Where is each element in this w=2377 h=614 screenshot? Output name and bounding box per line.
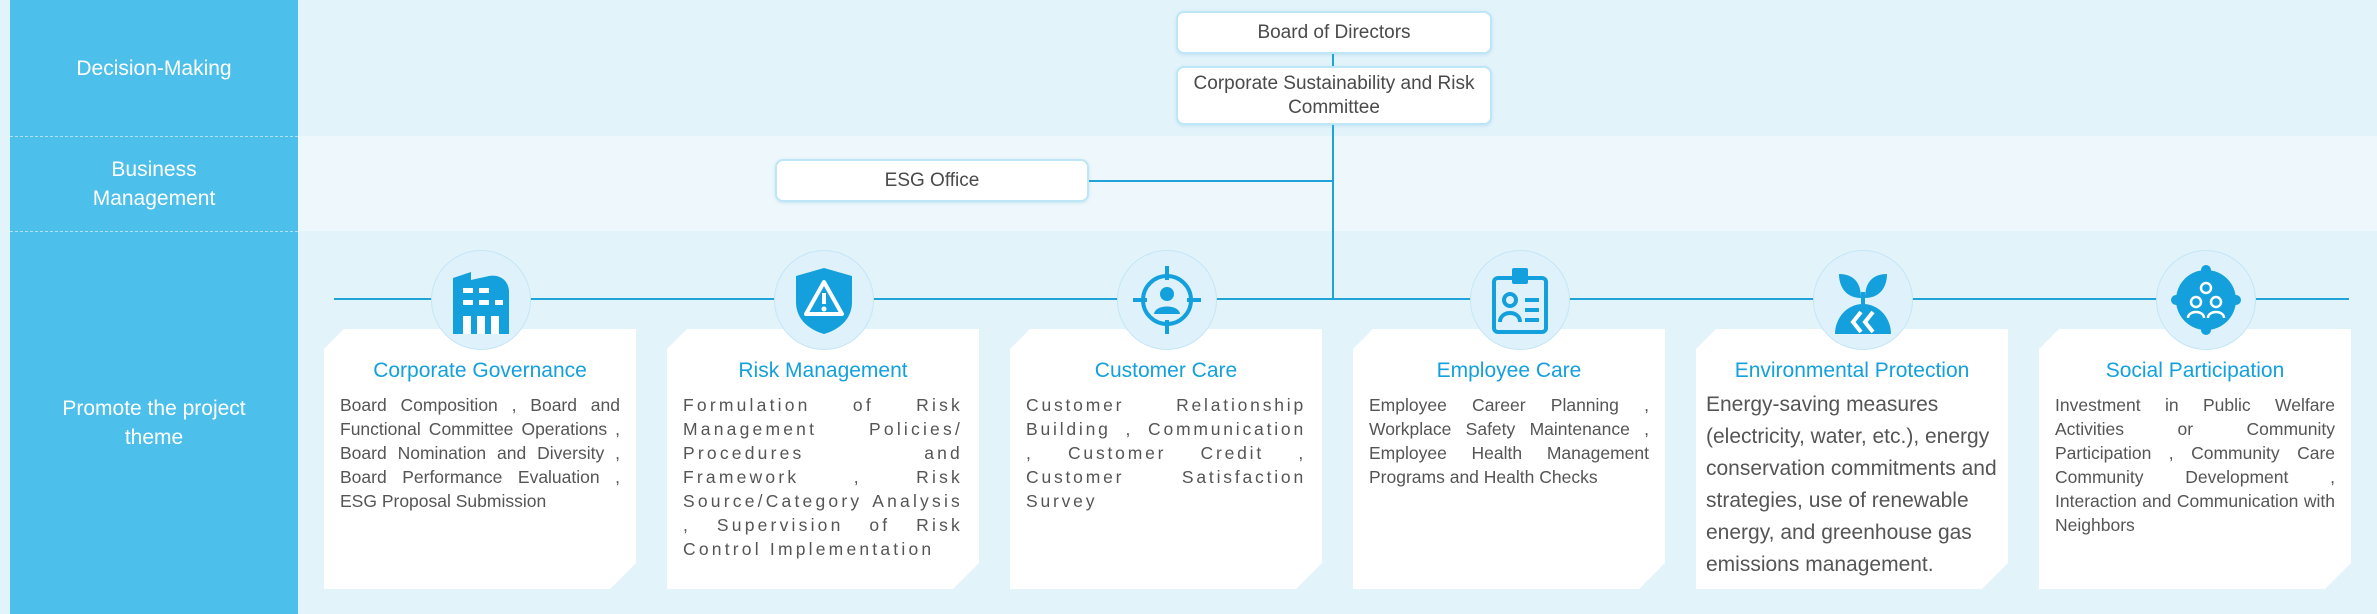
- theme-card-corporate-governance: Corporate Governance Board Composition ,…: [324, 329, 636, 589]
- warning-shield-icon: [774, 250, 874, 350]
- theme-title: Environmental Protection: [1734, 359, 1970, 382]
- theme-card-employee-care: Employee Care Employee Career Planning ,…: [1353, 329, 1665, 589]
- theme-title: Social Participation: [2105, 359, 2285, 382]
- theme-body: Customer Relationship Building , Communi…: [1026, 395, 1306, 511]
- theme-card-environmental-protection: Environmental Protection Energy-saving m…: [1696, 329, 2008, 589]
- theme-body: Energy-saving measures (electricity, wat…: [1706, 393, 1997, 576]
- sprout-icon: [1813, 250, 1913, 350]
- theme-body: Employee Career Planning , Workplace Saf…: [1369, 395, 1649, 487]
- theme-title: Risk Management: [738, 359, 908, 382]
- theme-title: Employee Care: [1436, 359, 1582, 382]
- theme-body: Formulation of Risk Management Policies/…: [683, 395, 963, 559]
- connector-trunk: [1332, 122, 1334, 298]
- connector-theme-bus: [334, 298, 2349, 300]
- id-badge-icon: [1470, 250, 1570, 350]
- band-project-theme: [298, 231, 2377, 614]
- theme-title: Customer Care: [1094, 359, 1238, 382]
- row-label-business-management: Business Management: [92, 157, 216, 210]
- band-business-management: [298, 136, 2377, 231]
- board-of-directors-box: Board of Directors: [1176, 11, 1492, 54]
- row-label-project-theme: Promote the project theme: [62, 396, 246, 449]
- building-icon: [431, 250, 531, 350]
- theme-card-risk-management: Risk Management Formulation of Risk Mana…: [667, 329, 979, 589]
- target-user-icon: [1117, 250, 1217, 350]
- theme-body: Investment in Public Welfare Activities …: [2055, 395, 2335, 535]
- connector-board-committee: [1332, 48, 1334, 68]
- theme-card-social-participation: Social Participation Investment in Publi…: [2039, 329, 2351, 589]
- connector-esg-office: [1089, 180, 1334, 182]
- theme-title: Corporate Governance: [373, 359, 587, 382]
- row-divider: [10, 231, 298, 232]
- row-divider: [10, 136, 298, 137]
- esg-office-box: ESG Office: [775, 159, 1089, 202]
- theme-body: Board Composition , Board and Functional…: [340, 395, 620, 511]
- sidebar: Decision-Making Business Management Prom…: [10, 0, 298, 614]
- theme-card-customer-care: Customer Care Customer Relationship Buil…: [1010, 329, 1322, 589]
- committee-box: Corporate Sustainability and Risk Commit…: [1176, 66, 1492, 125]
- row-label-decision-making: Decision-Making: [76, 56, 232, 80]
- community-icon: [2156, 250, 2256, 350]
